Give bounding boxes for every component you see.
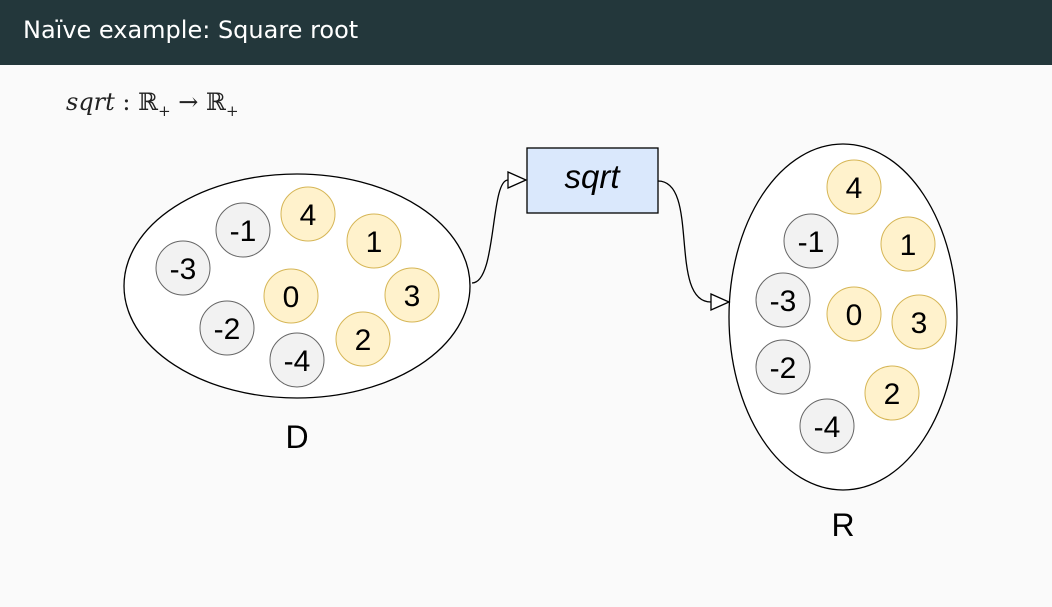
value-label: -3 [170, 253, 197, 286]
value-label: -2 [214, 313, 241, 346]
range-value: 2 [864, 365, 920, 421]
value-label: -4 [284, 345, 311, 378]
value-label: 4 [846, 172, 863, 205]
domain-value: -1 [215, 202, 271, 258]
range-value: -4 [799, 398, 855, 454]
value-label: -4 [814, 411, 841, 444]
value-label: 1 [366, 226, 383, 259]
value-label: 4 [300, 199, 317, 232]
function-name: sqrt [66, 88, 115, 116]
arrowhead-into-range [710, 292, 731, 312]
domain-value: -3 [155, 240, 211, 296]
maps-to-arrow: → [170, 88, 207, 116]
function-box [526, 147, 659, 214]
value-label: -3 [770, 285, 797, 318]
codomain-set: ℝ [206, 88, 226, 116]
value-label: -2 [770, 352, 797, 385]
colon: : [114, 88, 139, 116]
value-label: -1 [798, 226, 825, 259]
domain-value: 3 [384, 267, 440, 323]
connector-function-to-range [657, 180, 712, 303]
value-label: 1 [900, 229, 917, 262]
range-value: 3 [891, 294, 947, 350]
domain-subscript: + [158, 101, 171, 120]
slide-header: Naïve example: Square root [0, 0, 1052, 65]
domain-value: 4 [280, 186, 336, 242]
domain-set: ℝ [138, 88, 159, 116]
value-label: 3 [404, 280, 421, 313]
range-label: R [831, 507, 854, 543]
range-value: -2 [755, 339, 811, 395]
domain-label: D [285, 419, 308, 455]
connector-domain-to-function [471, 179, 509, 284]
range-value: 4 [826, 159, 882, 215]
domain-value: -4 [269, 332, 325, 388]
value-label: 0 [283, 281, 300, 314]
codomain-subscript: + [226, 101, 239, 120]
value-label: 2 [355, 324, 372, 357]
domain-value: -2 [199, 300, 255, 356]
range-value: 0 [826, 286, 882, 342]
range-value: 1 [880, 216, 936, 272]
slide-title: Naïve example: Square root [23, 16, 359, 44]
arrowhead-into-function [507, 170, 528, 190]
value-label: -1 [230, 215, 257, 248]
domain-value: 0 [263, 268, 319, 324]
domain-value: 2 [335, 311, 391, 367]
value-label: 2 [884, 378, 901, 411]
domain-value: 1 [346, 213, 402, 269]
range-value: -3 [755, 272, 811, 328]
function-box-label: sqrt [564, 158, 621, 195]
value-label: 0 [846, 299, 863, 332]
function-signature: sqrt : ℝ+ → ℝ+ [66, 88, 239, 120]
value-label: 3 [911, 307, 928, 340]
range-value: -1 [783, 213, 839, 269]
